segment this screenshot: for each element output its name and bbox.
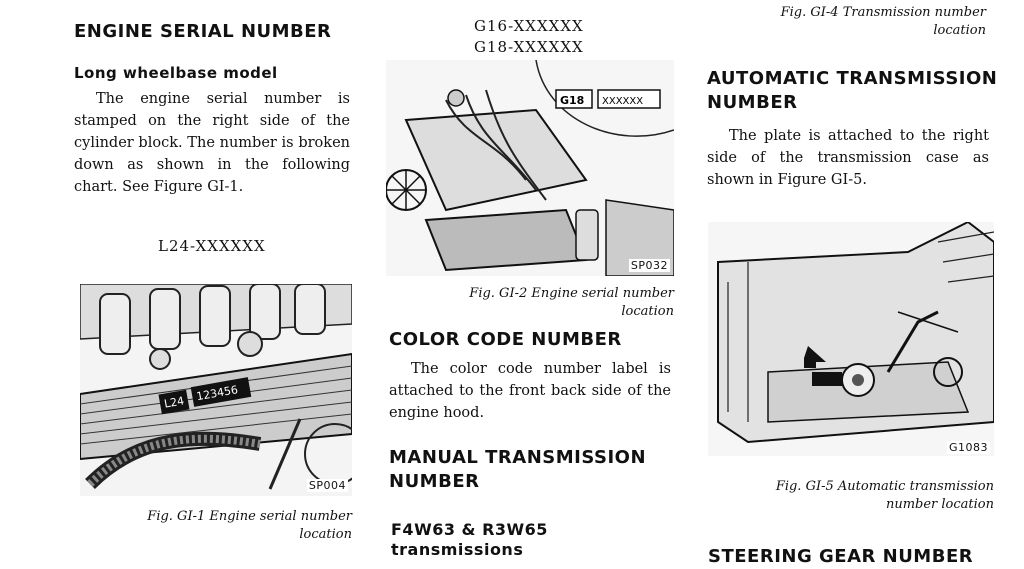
automatic-transmission-paragraph: The plate is attached to the right side … [707, 128, 989, 188]
long-wheelbase-subheading: Long wheelbase model [74, 64, 278, 82]
figure-gi-5-transmission: G1083 [708, 222, 994, 456]
fig2-code: SP032 [628, 259, 670, 272]
f4w63-subheading: F4W63 & R3W65 transmissions [391, 520, 548, 560]
engine-block-illustration: L24 123456 [80, 284, 352, 496]
figure-gi-5-caption: Fig. GI-5 Automatic transmission number … [708, 478, 994, 514]
g16-serial-format: G16-XXXXXX [474, 17, 584, 35]
arrow-indicator-icon [804, 346, 826, 368]
figure-gi-1-engine-block: L24 123456 SP004 [80, 284, 352, 496]
auto-heading-line2: NUMBER [707, 92, 798, 113]
color-code-heading: COLOR CODE NUMBER [389, 329, 622, 350]
color-code-paragraph: The color code number label is attached … [389, 361, 671, 421]
figure-gi-4-caption: Fig. GI-4 Transmission number location [706, 4, 986, 40]
steering-gear-heading: STEERING GEAR NUMBER [708, 546, 974, 567]
f4w-line1: F4W63 & R3W65 [391, 520, 548, 539]
automatic-transmission-heading: AUTOMATIC TRANSMISSION NUMBER [707, 67, 997, 115]
l24-serial-format: L24-XXXXXX [158, 237, 266, 255]
auto-heading-line1: AUTOMATIC TRANSMISSION [707, 68, 998, 89]
fig5-code: G1083 [946, 441, 990, 454]
fig2-caption-line1: Fig. GI-2 Engine serial number [469, 286, 674, 301]
manual-transmission-heading: MANUAL TRANSMISSION NUMBER [389, 446, 646, 494]
g18-serial-format: G18-XXXXXX [474, 38, 584, 56]
fig4-caption-line2: location [933, 23, 986, 38]
engine-serial-heading: ENGINE SERIAL NUMBER [74, 21, 332, 42]
engine-illustration: G18 XXXXXX [386, 60, 674, 276]
f4w-line2: transmissions [391, 540, 524, 559]
fig2-stamp-a: G18 [560, 94, 584, 107]
fig1-caption-line2: location [299, 527, 352, 542]
fig4-caption-line1: Fig. GI-4 Transmission number [780, 5, 986, 20]
fig1-stamp-a: L24 [163, 394, 185, 410]
figure-gi-2-caption: Fig. GI-2 Engine serial number location [386, 285, 674, 321]
fig5-caption-line2: number location [885, 497, 994, 512]
figure-gi-2-engine: G18 XXXXXX SP032 [386, 60, 674, 276]
fig1-code: SP004 [306, 479, 348, 492]
manual-heading-line2: NUMBER [389, 471, 480, 492]
manual-heading-line1: MANUAL TRANSMISSION [389, 447, 647, 468]
fig2-stamp-b: XXXXXX [602, 96, 643, 107]
transmission-illustration [708, 222, 994, 456]
engine-serial-paragraph: The engine serial number is stamped on t… [74, 91, 350, 195]
fig5-caption-line1: Fig. GI-5 Automatic transmission [775, 479, 994, 494]
fig2-caption-line2: location [621, 304, 674, 319]
figure-gi-1-caption: Fig. GI-1 Engine serial number location [80, 508, 352, 544]
fig1-caption-line1: Fig. GI-1 Engine serial number [147, 509, 352, 524]
